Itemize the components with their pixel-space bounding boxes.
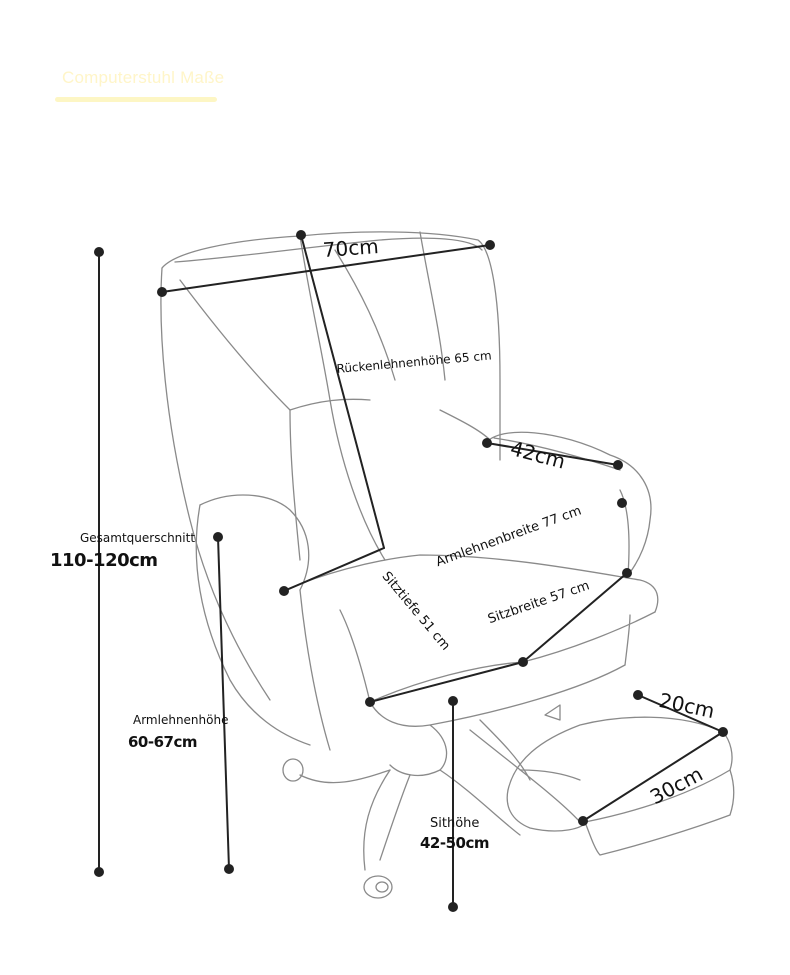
width-line <box>161 244 491 293</box>
armrest-length-line <box>486 442 619 466</box>
seat-depth-line <box>369 661 524 703</box>
armrest-height-line <box>217 536 230 870</box>
dimension-lines <box>98 234 724 908</box>
dimension-dots <box>94 230 728 912</box>
total-height-value: 110-120cm <box>50 550 158 571</box>
armrest-height-label: Armlehnenhöhe <box>133 713 229 727</box>
page-title: Computerstuhl Maße <box>62 68 225 87</box>
width-label: 70cm <box>322 234 380 262</box>
footrest-depth-line <box>637 694 724 733</box>
chair-sketch <box>160 231 735 899</box>
footrest-width-line <box>582 731 724 822</box>
seat-width-line <box>522 572 628 663</box>
total-height-label: Gesamtquerschnitt <box>80 531 196 545</box>
armrest-width-line <box>283 547 385 592</box>
title-underline <box>55 97 217 102</box>
backrest-height-line <box>300 234 385 549</box>
seat-height-label: Sithöhe <box>430 816 480 831</box>
seat-height-value: 42-50cm <box>420 834 490 852</box>
armrest-height-value: 60-67cm <box>128 733 198 751</box>
